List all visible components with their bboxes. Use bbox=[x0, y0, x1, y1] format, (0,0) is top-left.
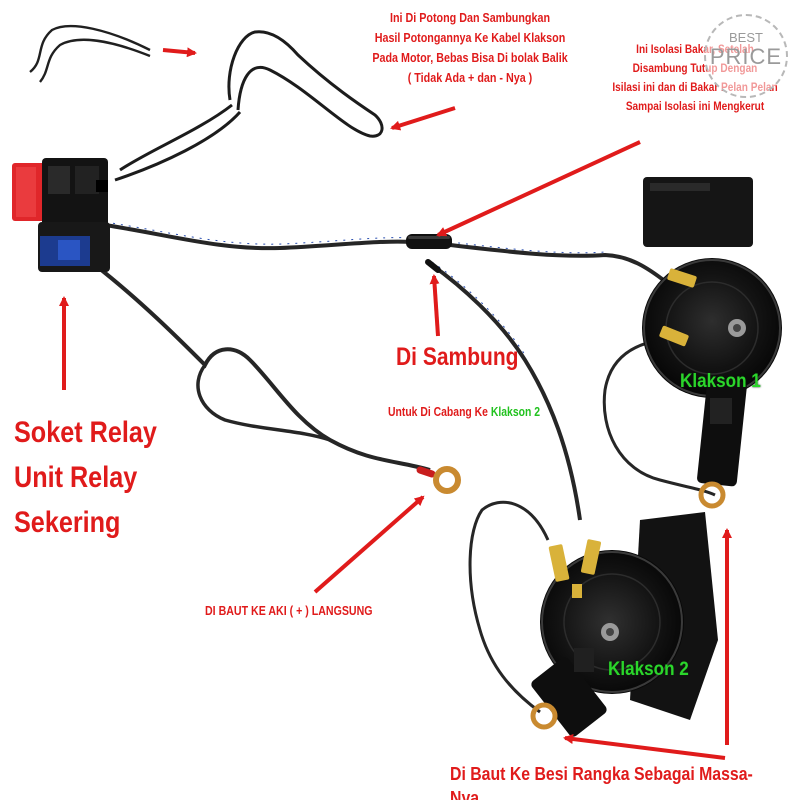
note-line: Sampai Isolasi ini Mengkerut bbox=[625, 99, 765, 113]
battery-ring-terminal bbox=[416, 466, 461, 494]
annotation-arrows bbox=[59, 47, 732, 760]
horn-1 bbox=[642, 177, 782, 509]
arrow-to-horn2-ground bbox=[563, 734, 726, 760]
arrow-to-loop bbox=[390, 106, 456, 131]
relay-socket-icon bbox=[12, 158, 110, 272]
branch-note-target: Klakson 2 bbox=[490, 404, 540, 419]
cut-loop-wire bbox=[114, 30, 384, 182]
branch-note: Untuk Di Cabang Ke Klakson 2 bbox=[388, 404, 540, 420]
note-line: Soket Relay bbox=[14, 416, 157, 449]
note-line: Ini Di Potong Dan Sambungkan bbox=[389, 11, 551, 25]
arrow-to-cut-wire bbox=[162, 47, 197, 58]
best-price-stamp: BEST PRICE bbox=[704, 14, 788, 98]
horn-1-label: Klakson 1 bbox=[680, 371, 761, 392]
ground-note: Di Baut Ke Besi Rangka Sebagai Massa-Nya bbox=[450, 764, 753, 800]
splice-title: Di Sambung bbox=[396, 343, 519, 371]
note-line: Unit Relay bbox=[14, 461, 138, 494]
arrow-to-heat-shrink bbox=[436, 140, 641, 237]
branch-note-prefix: Untuk Di Cabang Ke bbox=[388, 404, 491, 419]
note-line: ( Tidak Ada + dan - Nya ) bbox=[407, 71, 533, 85]
horn-2-label: Klakson 2 bbox=[608, 659, 689, 680]
note-line: Hasil Potongannya Ke Kabel Klakson bbox=[374, 31, 566, 45]
arrow-to-battery-terminal bbox=[313, 495, 425, 594]
stamp-line-2: PRICE bbox=[709, 44, 783, 69]
arrow-to-splice bbox=[429, 274, 440, 337]
horn-2 bbox=[530, 512, 718, 737]
loose-wire-sample bbox=[29, 24, 151, 83]
stamp-line-1: BEST bbox=[729, 30, 763, 45]
heat-shrink-tube bbox=[406, 234, 452, 273]
note-line: Sekering bbox=[14, 506, 121, 539]
relay-socket-note: Soket Relay Unit Relay Sekering bbox=[14, 410, 157, 545]
harness-wires bbox=[93, 221, 716, 714]
note-line: Pada Motor, Bebas Bisa Di bolak Balik bbox=[372, 51, 568, 65]
battery-note: DI BAUT KE AKI ( + ) LANGSUNG bbox=[205, 604, 373, 618]
cut-instruction-note: Ini Di Potong Dan Sambungkan Hasil Poton… bbox=[350, 8, 591, 88]
